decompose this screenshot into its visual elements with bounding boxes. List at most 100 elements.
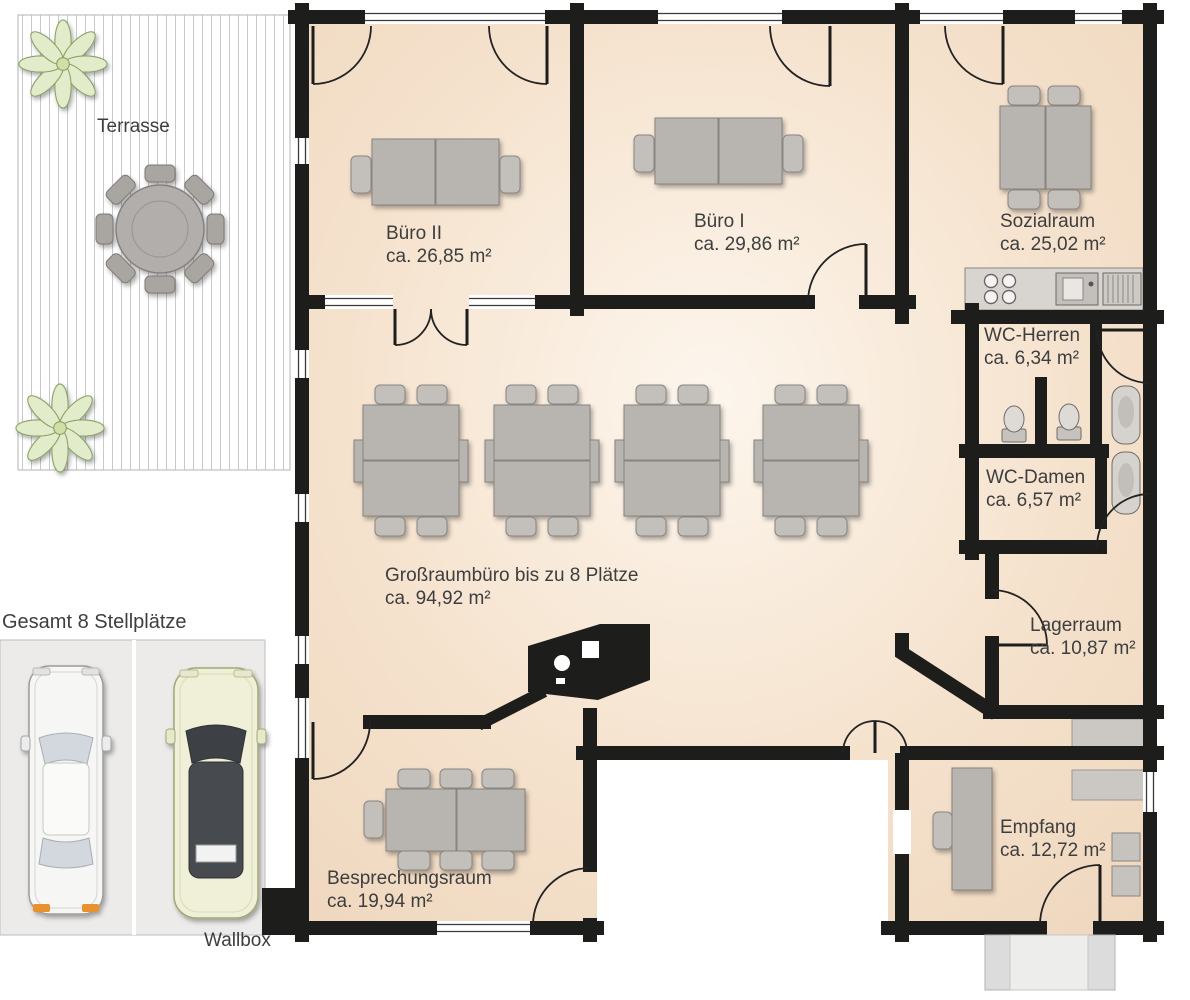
empfang-desk [932, 767, 993, 891]
room-area: ca. 25,02 m² [1000, 234, 1106, 255]
room-label-empfang: Empfang ca. 12,72 m² [1000, 816, 1106, 862]
room-label-buero-i: Büro I ca. 29,86 m² [694, 210, 800, 256]
door-arc [312, 721, 371, 780]
window [437, 921, 530, 935]
room-label-wc-damen: WC-Damen ca. 6,57 m² [986, 466, 1085, 512]
window [1075, 10, 1122, 24]
room-name: Lagerraum [1030, 615, 1122, 636]
room-name: Büro I [694, 211, 745, 232]
door-arc [488, 25, 548, 85]
door-arc [944, 25, 1004, 85]
room-name: Sozialraum [1000, 211, 1096, 232]
door-arc [769, 25, 831, 87]
window [295, 350, 309, 378]
technical-block-detail [556, 678, 565, 684]
terrace-table [95, 164, 225, 294]
window [295, 636, 309, 664]
step [1009, 934, 1089, 991]
parking-area [0, 639, 267, 936]
toilet-icon [1001, 405, 1027, 443]
open-office-desk-island [353, 384, 469, 537]
room-area: ca. 19,94 m² [327, 891, 433, 912]
furniture-layer [350, 85, 1153, 897]
partitions [475, 311, 1107, 731]
door-arc [532, 867, 591, 926]
terrace-label: Terrasse [97, 116, 170, 137]
storage-shelf [1071, 718, 1153, 748]
door-arc [1096, 329, 1151, 384]
parking-label: Gesamt 8 Stellplätze [2, 611, 187, 633]
door-arc [1096, 493, 1151, 548]
stove-burner-icon [983, 289, 999, 305]
room-label-besprechungsraum: Besprechungsraum ca. 19,94 m² [327, 867, 492, 913]
room-name: WC-Damen [986, 467, 1086, 488]
storage-shelf [1071, 769, 1153, 801]
room-area: ca. 26,85 m² [386, 246, 492, 267]
terrace [15, 14, 291, 473]
open-office-desk-island [753, 384, 869, 537]
room-area: ca. 10,87 m² [1030, 638, 1136, 659]
open-office-desk-island [484, 384, 600, 537]
toilet-icon [1056, 403, 1082, 441]
technical-block-detail [554, 655, 570, 671]
door-arc [430, 308, 468, 346]
wallbox [262, 888, 301, 935]
window [1143, 772, 1157, 812]
sozialraum-table [999, 85, 1092, 210]
plant-icon [15, 383, 105, 473]
entrance-steps [984, 934, 1116, 991]
room-area: ca. 94,92 m² [385, 588, 491, 609]
wall-opening [893, 810, 911, 854]
car-yellow [165, 667, 267, 919]
doors [311, 25, 1152, 926]
plant-icon [18, 19, 108, 109]
window [295, 698, 309, 758]
stove-burner-icon [1001, 289, 1017, 305]
room-name: Empfang [1000, 817, 1077, 838]
wallbox-label: Wallbox [204, 930, 271, 951]
door-arc [312, 25, 372, 85]
empfang-side-chair [1111, 832, 1141, 862]
room-name: Büro II [386, 223, 442, 244]
technical-block-detail [582, 641, 599, 658]
room-label-lagerraum: Lagerraum ca. 10,87 m² [1030, 614, 1136, 660]
wall [475, 685, 548, 731]
stove-burner-icon [983, 273, 999, 289]
wall [895, 633, 1000, 720]
window [325, 295, 393, 309]
room-label-buero-ii: Büro II ca. 26,85 m² [386, 222, 492, 268]
desk-buero-ii [350, 138, 521, 206]
door-arc [842, 720, 876, 754]
room-area: ca. 6,34 m² [984, 348, 1080, 369]
room-name: Besprechungsraum [327, 868, 492, 889]
open-office-desk-island [614, 384, 730, 537]
room-area: ca. 12,72 m² [1000, 840, 1106, 861]
stove-burner-icon [1001, 273, 1017, 289]
room-name: Großraumbüro bis zu 8 Plätze [385, 565, 639, 586]
car-silver [20, 665, 112, 915]
room-label-sozialraum: Sozialraum ca. 25,02 m² [1000, 210, 1106, 256]
window [365, 10, 545, 24]
room-area: ca. 6,57 m² [986, 490, 1082, 511]
room-label-wc-herren: WC-Herren ca. 6,34 m² [984, 324, 1080, 370]
meeting-table [363, 768, 526, 871]
wc-fixtures [1001, 385, 1141, 515]
door-arc [394, 308, 432, 346]
dish-rack [1102, 272, 1142, 306]
door-arc [874, 720, 908, 754]
desk-buero-i [633, 117, 804, 185]
window [469, 295, 535, 309]
room-label-grossraumbuero: Großraumbüro bis zu 8 Plätze ca. 94,92 m… [385, 564, 638, 610]
room-name: WC-Herren [984, 325, 1081, 346]
door-arc [991, 589, 1048, 646]
room-area: ca. 29,86 m² [694, 234, 800, 255]
window [295, 494, 309, 522]
window [295, 138, 309, 164]
window [920, 10, 1003, 24]
kitchenette [964, 267, 1144, 311]
empfang-side-chair [1111, 865, 1141, 897]
windows [295, 10, 1157, 935]
door-arc [807, 243, 867, 303]
